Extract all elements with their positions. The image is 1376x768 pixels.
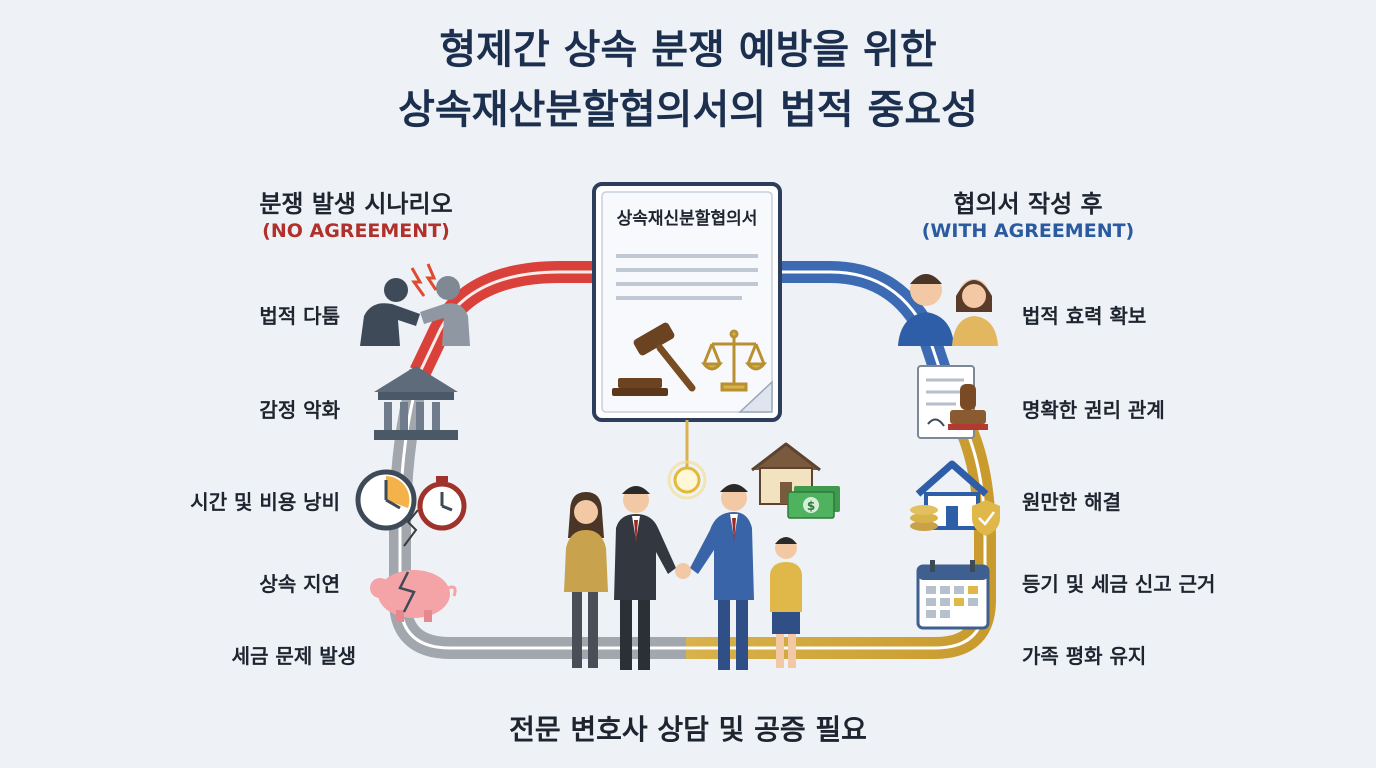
footer-note: 전문 변호사 상담 및 공증 필요 [509,713,867,746]
money-icon: $ [787,486,840,519]
right-item-clear-rights: 명확한 권리 관계 [1022,398,1165,422]
stamped-document-icon [917,365,988,439]
document-connector [667,420,707,500]
woman-figure [564,492,608,668]
left-item-tax-problem: 세금 문제 발생 [231,644,356,668]
left-item-time-cost-waste: 시간 및 비용 낭비 [190,490,340,514]
right-item-registration-tax-basis: 등기 및 세금 신고 근거 [1022,572,1216,596]
document-text-lines [616,254,758,300]
clocks-icon [355,469,467,531]
left-item-legal-dispute: 법적 다툼 [259,304,340,328]
courthouse-icon [374,366,458,440]
left-heading: 분쟁 발생 시나리오 [259,190,453,218]
gavel-icon [612,322,696,396]
left-item-inheritance-delay: 상속 지연 [259,572,340,596]
page-title-line1: 형제간 상속 분쟁 예방을 위한 [439,27,937,73]
man-dark-suit-figure [614,486,676,670]
scales-icon [700,329,768,392]
handshake [675,563,691,579]
right-item-family-peace: 가족 평화 유지 [1022,644,1147,668]
family-couple-icon [898,274,998,346]
left-subheading: (NO AGREEMENT) [262,220,450,242]
right-heading: 협의서 작성 후 [953,190,1103,218]
family-handshake-illustration [564,484,802,670]
left-item-emotional-damage: 감정 악화 [259,398,340,422]
agreement-document [592,182,782,422]
child-figure [770,537,802,668]
svg-text:$: $ [807,499,815,513]
man-blue-suit-figure [690,484,754,670]
right-subheading: (WITH AGREEMENT) [921,220,1135,242]
calendar-icon [916,560,990,630]
argument-icon [360,263,470,346]
right-item-legal-effect: 법적 효력 확보 [1022,304,1147,328]
page-title-line2: 상속재산분할협의서의 법적 중요성 [398,87,978,133]
right-item-amicable-resolution: 원만한 해결 [1022,490,1121,514]
house-shield-icon [910,460,1000,536]
path-crack [403,509,419,547]
broken-piggy-bank-icon [370,570,457,622]
document-title: 상속재신분할협의서 [617,208,758,229]
